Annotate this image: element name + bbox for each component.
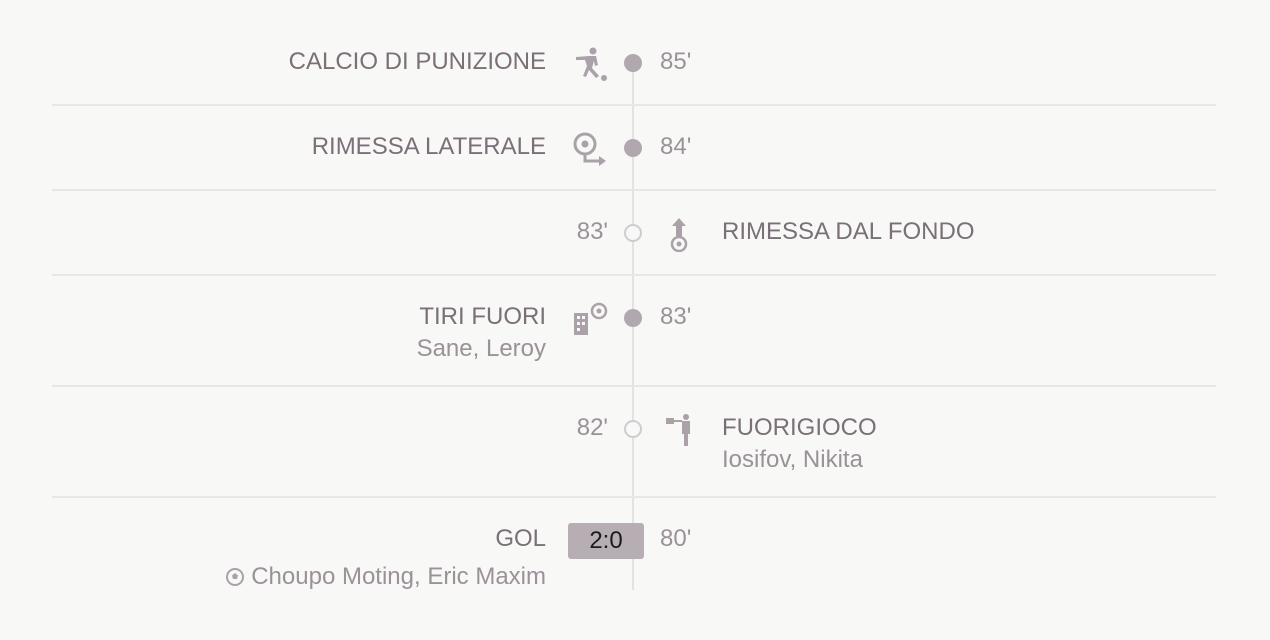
- event-dot: [624, 224, 642, 242]
- event-title: RIMESSA LATERALE: [311, 133, 546, 160]
- event-player-row: Choupo Moting, Eric Maxim: [225, 563, 546, 591]
- event-dot: [624, 139, 642, 157]
- event-title: TIRI FUORI: [419, 303, 546, 330]
- shot-off-target-icon: [574, 302, 608, 335]
- event-minute: 82': [576, 414, 608, 441]
- event-title: GOL: [495, 525, 546, 552]
- event-minute: 83': [660, 303, 692, 330]
- goal-kick-icon: [670, 218, 688, 252]
- event-minute: 85': [660, 48, 692, 75]
- event-title: FUORIGIOCO: [722, 414, 877, 441]
- event-player: Iosifov, Nikita: [722, 446, 863, 473]
- free-kick-icon: [576, 47, 607, 81]
- row-divider: [52, 104, 1216, 106]
- offside-icon: [666, 414, 690, 446]
- event-minute: 83': [576, 218, 608, 245]
- row-divider: [52, 189, 1216, 191]
- event-title: RIMESSA DAL FONDO: [722, 218, 975, 245]
- row-divider: [52, 274, 1216, 276]
- throw-in-icon: [573, 132, 606, 166]
- event-title: CALCIO DI PUNIZIONE: [288, 48, 546, 75]
- event-dot: [624, 54, 642, 72]
- ball-icon: [226, 568, 245, 586]
- score-badge: 2:0: [568, 523, 644, 559]
- event-player: Sane, Leroy: [416, 335, 546, 362]
- event-dot: [624, 309, 642, 327]
- event-minute: 84': [660, 133, 692, 160]
- row-divider: [52, 385, 1216, 387]
- event-player: Choupo Moting, Eric Maxim: [251, 563, 546, 590]
- event-dot: [624, 420, 642, 438]
- event-minute: 80': [660, 525, 692, 552]
- row-divider: [52, 496, 1216, 498]
